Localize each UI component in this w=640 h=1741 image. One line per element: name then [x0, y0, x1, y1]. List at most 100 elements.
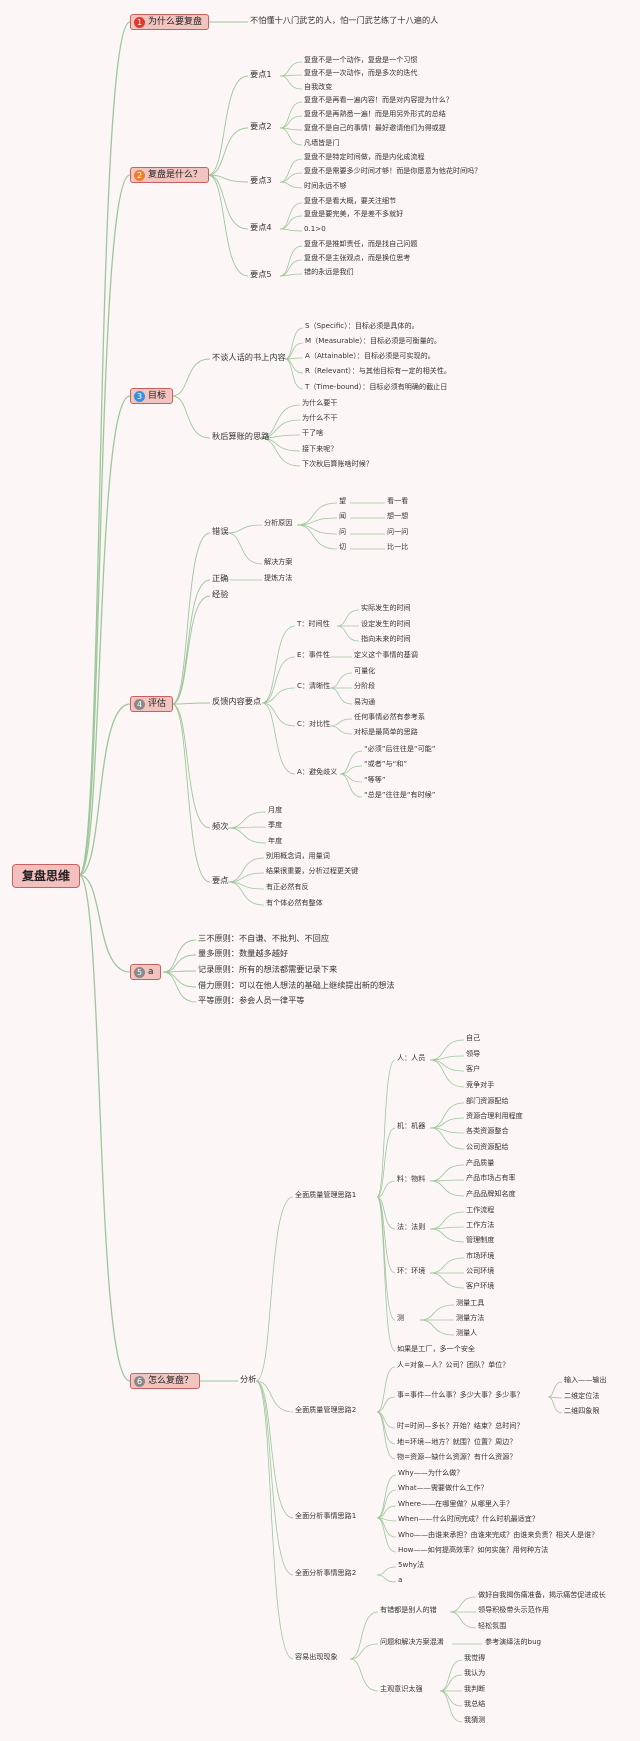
leaf-topic[interactable]: 时=时间—多长？开始？结束？总时间？: [397, 1421, 524, 1430]
leaf-topic[interactable]: 产品质量: [466, 1158, 495, 1167]
leaf-topic[interactable]: 比一比: [387, 542, 409, 551]
leaf-topic[interactable]: What——需要做什么工作？: [398, 1483, 488, 1492]
leaf-topic[interactable]: 复盘不是推卸责任，而是找自己问题: [304, 239, 418, 248]
branch-topic[interactable]: 全面分析事情思路1: [295, 1511, 357, 1520]
leaf-topic[interactable]: 产品品牌知名度: [466, 1189, 516, 1198]
leaf-topic[interactable]: 市场环境: [466, 1251, 495, 1260]
branch-topic[interactable]: 问题和解决方案混淆: [380, 1637, 444, 1646]
leaf-topic[interactable]: 望: [339, 496, 347, 505]
leaf-topic[interactable]: 为什么不干: [302, 413, 338, 422]
leaf-topic[interactable]: 客户: [466, 1064, 481, 1073]
leaf-topic[interactable]: 轻松氛围: [478, 1621, 507, 1630]
leaf-topic[interactable]: Who——由谁来承担？由谁来完成？由谁来负责？相关人是谁？: [398, 1530, 599, 1539]
leaf-topic[interactable]: 物=资源—缺什么资源？有什么资源？: [397, 1452, 517, 1461]
branch-topic[interactable]: 料：物料: [397, 1174, 426, 1183]
leaf-topic[interactable]: 输入——输出: [564, 1375, 607, 1384]
branch-topic[interactable]: 要点3: [250, 175, 272, 185]
leaf-topic[interactable]: 任何事情必然有参考系: [354, 712, 425, 721]
branch-topic[interactable]: 有错都是别人的错: [380, 1605, 437, 1614]
leaf-topic[interactable]: 指向未来的时间: [361, 634, 411, 643]
leaf-topic[interactable]: 设定发生的时间: [361, 619, 411, 628]
leaf-topic[interactable]: 公司资源配给: [466, 1142, 509, 1151]
leaf-topic[interactable]: 问: [339, 527, 347, 536]
branch-topic[interactable]: 人：人员: [397, 1053, 426, 1062]
leaf-topic[interactable]: 领导: [466, 1049, 481, 1058]
leaf-topic[interactable]: 竞争对手: [466, 1080, 495, 1089]
branch-topic[interactable]: 不怕懂十八门武艺的人，怕一门武艺练了十八遍的人: [250, 15, 439, 25]
leaf-topic[interactable]: 领导积极带头示范作用: [478, 1605, 549, 1614]
leaf-topic[interactable]: 有个体必然有整体: [266, 898, 323, 907]
leaf-topic[interactable]: 结果很重要，分析过程更关键: [266, 866, 359, 875]
leaf-topic[interactable]: 参考演绎法的bug: [485, 1637, 542, 1646]
leaf-topic[interactable]: 我觉得: [464, 1653, 486, 1662]
leaf-topic[interactable]: 问一问: [387, 527, 409, 536]
branch-topic[interactable]: 主观意识太强: [380, 1684, 423, 1693]
leaf-topic[interactable]: 别用概念词，用量词: [266, 851, 330, 860]
leaf-topic[interactable]: 复盘不是再看一遍内容！而是对内容提为什么？: [304, 95, 453, 104]
leaf-topic[interactable]: 干了啥: [302, 428, 324, 437]
leaf-topic[interactable]: a: [398, 1575, 403, 1584]
leaf-topic[interactable]: 事=事件—什么事？多少大事？多少事？: [397, 1390, 524, 1399]
leaf-topic[interactable]: 看一看: [387, 496, 409, 505]
leaf-topic[interactable]: 人=对象—人？公司？团队？单位？: [397, 1360, 510, 1369]
branch-topic[interactable]: T：时间性: [297, 619, 330, 628]
leaf-topic[interactable]: 有正必然有反: [266, 882, 309, 891]
branch-topic[interactable]: 频次: [212, 821, 229, 831]
branch-topic[interactable]: 反馈内容要点: [212, 696, 262, 706]
leaf-topic[interactable]: 可量化: [354, 666, 376, 675]
leaf-topic[interactable]: 复盘不是自己的事情！最好邀请他们为得或提: [304, 123, 446, 132]
leaf-topic[interactable]: 月度: [268, 805, 283, 814]
leaf-topic[interactable]: 0.1>0: [304, 224, 326, 233]
leaf-topic[interactable]: 部门资源配给: [466, 1096, 509, 1105]
branch-topic[interactable]: 全面质量管理思路2: [295, 1405, 357, 1414]
leaf-topic[interactable]: “等等”: [364, 775, 386, 784]
leaf-topic[interactable]: 复盘不是再熟悉一遍！而是用另外形式的总结: [304, 109, 446, 118]
leaf-topic[interactable]: 我猜测: [464, 1715, 486, 1724]
leaf-topic[interactable]: 我总结: [464, 1699, 486, 1708]
leaf-topic[interactable]: 自己: [466, 1033, 481, 1042]
leaf-topic[interactable]: 错的永远是我们: [304, 267, 354, 276]
leaf-topic[interactable]: 5why法: [398, 1560, 425, 1569]
branch-topic[interactable]: 秋后算账的思路: [212, 431, 270, 441]
leaf-topic[interactable]: 为什么要干: [302, 398, 338, 407]
leaf-topic[interactable]: S（Specific）：目标必须是具体的。: [305, 321, 419, 330]
branch-topic[interactable]: 不谈人话的书上内容: [212, 352, 286, 362]
branch-topic[interactable]: 机：机器: [397, 1121, 426, 1130]
branch-topic[interactable]: 记录原则：所有的想法都需要记录下来: [198, 964, 338, 974]
leaf-topic[interactable]: 对标是最简单的思路: [354, 727, 418, 736]
leaf-topic[interactable]: 我判断: [464, 1684, 486, 1693]
leaf-topic[interactable]: 二维定位法: [564, 1391, 600, 1400]
leaf-topic[interactable]: 复盘是要完美，不是差不多就好: [304, 209, 404, 218]
leaf-topic[interactable]: 资源合理利用程度: [466, 1111, 523, 1120]
leaf-topic[interactable]: 测量方法: [456, 1313, 485, 1322]
leaf-topic[interactable]: “必须”后往往是“可能”: [364, 744, 436, 753]
branch-topic[interactable]: 全面质量管理思路1: [295, 1190, 357, 1199]
branch-topic[interactable]: C：对比性: [297, 719, 331, 728]
branch-topic[interactable]: 法：法则: [397, 1222, 426, 1231]
branch-topic[interactable]: 分析原因: [264, 518, 293, 527]
branch-topic[interactable]: E：事件性: [297, 650, 330, 659]
leaf-topic[interactable]: 解决方案: [264, 557, 293, 566]
leaf-topic[interactable]: 管理制度: [466, 1235, 495, 1244]
leaf-topic[interactable]: 闻: [339, 511, 347, 520]
leaf-topic[interactable]: 分阶段: [354, 681, 376, 690]
leaf-topic[interactable]: 做好自我揭伤痛准备，揭示痛苦促进成长: [478, 1590, 606, 1599]
branch-topic[interactable]: 平等原则：参会人员一律平等: [198, 995, 305, 1005]
leaf-topic[interactable]: 复盘不是一个动作，复盘是一个习惯: [304, 55, 418, 64]
leaf-topic[interactable]: T（Time-bound）：目标必须有明确的截止日: [305, 382, 448, 391]
branch-topic[interactable]: 容易出现现象: [295, 1652, 338, 1661]
leaf-topic[interactable]: 下次秋后算账啥时候？: [302, 459, 373, 468]
root-topic[interactable]: 复盘思维: [12, 864, 80, 888]
branch-topic[interactable]: 量多原则：数量越多越好: [198, 948, 289, 958]
leaf-topic[interactable]: 测量工具: [456, 1298, 485, 1307]
leaf-topic[interactable]: 客户环境: [466, 1281, 495, 1290]
branch-topic[interactable]: 正确: [212, 573, 229, 583]
leaf-topic[interactable]: 年度: [268, 836, 283, 845]
leaf-topic[interactable]: 复盘不是主张观点，而是换位思考: [304, 253, 411, 262]
leaf-topic[interactable]: 季度: [268, 820, 283, 829]
